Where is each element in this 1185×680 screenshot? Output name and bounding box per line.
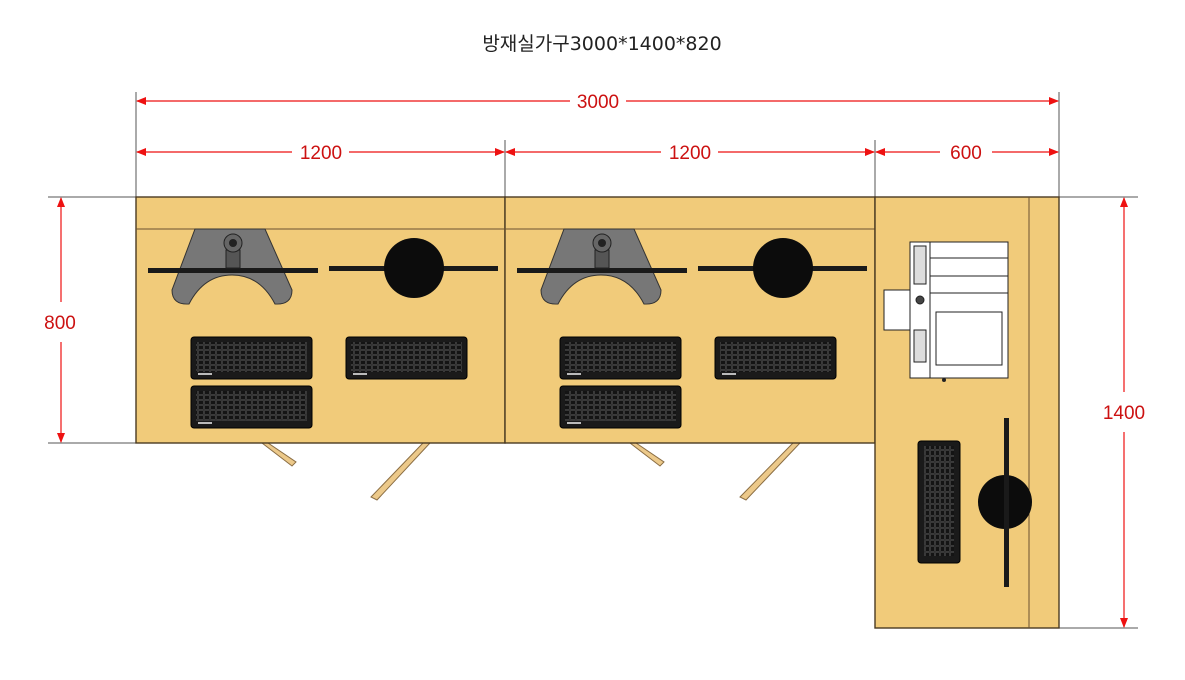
- monitor-stand-2: [517, 228, 687, 305]
- keyboard-4: [559, 336, 682, 380]
- keyboard-5: [559, 385, 682, 429]
- keyboard-1: [190, 336, 313, 380]
- dimension-total-width: 3000: [136, 92, 1059, 113]
- dimension-label-total: 3000: [577, 92, 619, 113]
- monitor-round-2: [698, 238, 867, 298]
- dimension-label-return: 1400: [1103, 403, 1145, 424]
- dimension-middle-section: 1200: [505, 143, 875, 164]
- dimension-label-right: 600: [950, 143, 982, 164]
- keyboard-6: [714, 336, 837, 380]
- keyboard-2: [190, 385, 313, 429]
- monitor-round-3: [978, 418, 1032, 587]
- dimension-label-depth: 800: [44, 313, 76, 334]
- dimension-label-left: 1200: [300, 143, 342, 164]
- keyboard-7: [917, 440, 961, 564]
- dimension-main-depth: 800: [44, 197, 76, 443]
- dimension-left-section: 1200: [136, 143, 505, 164]
- chair-legs: [260, 442, 802, 501]
- monitor-round-1: [329, 238, 498, 298]
- cpu-unit: [883, 241, 1009, 382]
- dimension-label-middle: 1200: [669, 143, 711, 164]
- monitor-stand-1: [148, 228, 318, 305]
- dimension-right-section: 600: [875, 143, 1059, 164]
- keyboard-3: [345, 336, 468, 380]
- dimension-return-depth: 1400: [1103, 197, 1145, 628]
- drawing-title: 방재실가구3000*1400*820: [482, 33, 721, 55]
